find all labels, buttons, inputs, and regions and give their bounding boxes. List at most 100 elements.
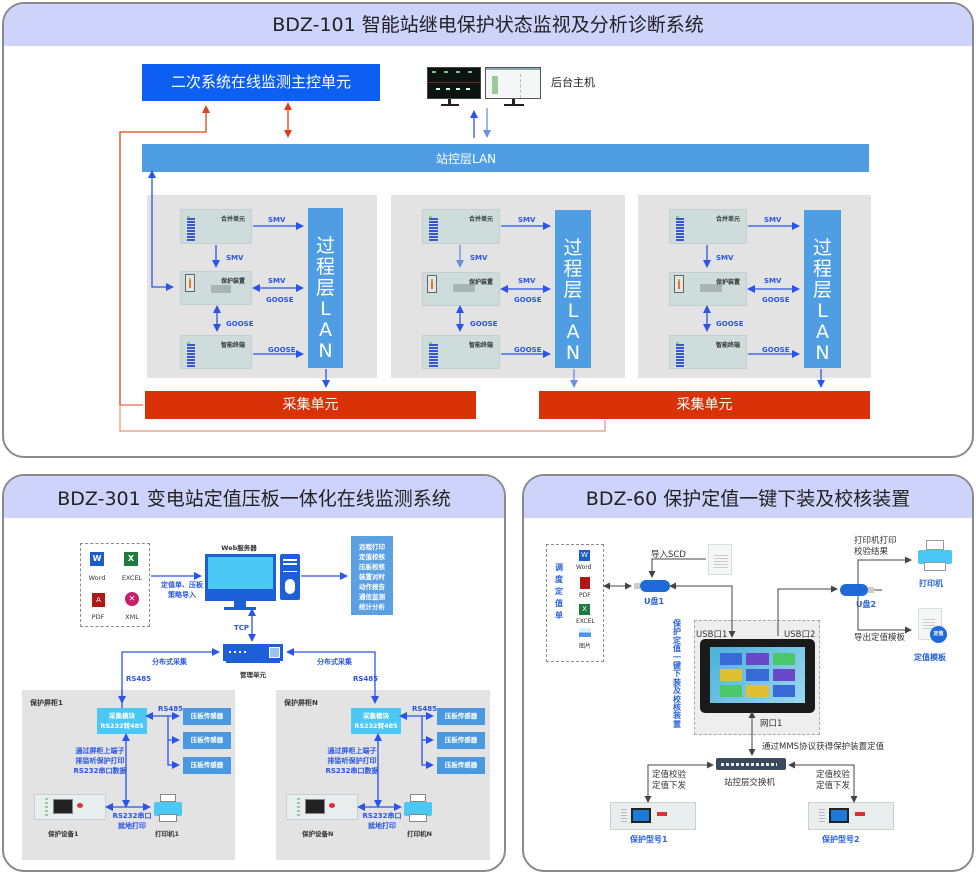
udisk-2-label: U盘2: [856, 600, 877, 609]
device-vertical-label: 保 护 定 值 一 键 下 装 及 校 核 装 置: [672, 619, 682, 729]
device-vertical-char: 键: [673, 661, 681, 671]
bdz60-panel: BDZ-60 保护定值一键下装及校核装置 调 度 定 值 单 W Word PD…: [522, 474, 974, 872]
app-tile[interactable]: [746, 653, 769, 665]
pdf-icon: [580, 577, 590, 589]
module-label: 采集模块: [109, 712, 135, 720]
device-vertical-char: 校: [673, 694, 681, 704]
bdz301-title: BDZ-301 变电站定值压板一体化在线监测系统: [4, 476, 504, 518]
rs485-label: RS485: [158, 705, 184, 713]
protection-model-2-label: 保护型号2: [822, 835, 860, 844]
process-lan-char: L: [817, 300, 828, 322]
device-vertical-char: 核: [673, 703, 681, 713]
protection-device: 保护装置: [180, 271, 252, 305]
settings-sheet-char: 值: [555, 599, 563, 608]
printer-1-icon: [154, 794, 182, 824]
app-tile[interactable]: [720, 669, 743, 681]
smart-terminal: 智能终端: [669, 335, 747, 369]
smart-terminal: 智能终端: [180, 335, 252, 369]
protection-panel-icon: [674, 275, 684, 293]
management-unit-icon: [223, 644, 283, 661]
scd-document-icon: [708, 544, 732, 575]
pressure-plate-sensor: 压板传感器: [437, 708, 485, 725]
listen-text-line: RS232串口数据: [325, 767, 379, 775]
module-label: RS232转485: [354, 722, 398, 730]
link-label: GOOSE: [268, 346, 296, 354]
excel-label: EXCEL: [576, 618, 595, 625]
function-item: 装置对时: [359, 573, 385, 581]
process-lan-char: 层: [563, 279, 583, 301]
link-label: GOOSE: [762, 296, 790, 304]
process-lan-char: N: [815, 342, 830, 364]
monitor-base-icon: [224, 607, 256, 610]
merge-unit: 合并单元: [422, 209, 500, 244]
merge-unit-label: 合并单元: [220, 216, 245, 223]
display-icon: [211, 285, 231, 293]
app-tile[interactable]: [746, 669, 769, 681]
bdz301-panel: BDZ-301 变电站定值压板一体化在线监测系统 W Word X EXCEL …: [2, 474, 506, 872]
link-label: GOOSE: [226, 320, 254, 328]
backend-host-monitor-left: [427, 67, 481, 99]
monitor-stand-icon: [448, 99, 451, 104]
process-lan-char: N: [565, 342, 581, 364]
led-column-icon: [429, 218, 437, 242]
merge-unit: 合并单元: [669, 209, 747, 244]
protection-device-label: 保护设备N: [302, 830, 334, 838]
function-item: 定值校核: [359, 553, 385, 561]
mms-label: 通过MMS协议获得保护装置定值: [762, 742, 885, 752]
collection-module-n: 采集模块 RS232转485: [351, 708, 401, 734]
excel-icon: X: [579, 604, 590, 615]
process-lan-char: 层: [812, 279, 832, 301]
app-tile[interactable]: [772, 685, 795, 697]
protection-equipment-icon: [34, 794, 106, 820]
settings-sheet-box: [546, 544, 604, 662]
word-icon: W: [90, 552, 104, 566]
link-label: GOOSE: [762, 346, 790, 354]
led-column-icon: [676, 218, 684, 242]
printer-icon: [918, 540, 952, 572]
function-item: 远程打印: [359, 543, 385, 551]
import-scd-label: 导入SCD: [651, 550, 686, 560]
process-lan-char: L: [567, 300, 579, 322]
protection-panel-icon: [427, 275, 437, 293]
led-column-icon: [676, 344, 684, 368]
monitor-base-icon: [504, 104, 524, 106]
serial-text-line: 就地打印: [118, 822, 146, 830]
process-lan-char: 过: [315, 235, 335, 257]
process-lan-char: 过: [563, 237, 583, 259]
rs485-right: RS485: [353, 675, 379, 683]
verify-right-label: 定值校验 定值下发: [816, 770, 850, 792]
tcp-label: TCP: [234, 624, 250, 632]
file-import-box: [80, 543, 150, 627]
link-label: SMV: [764, 216, 782, 224]
app-tile[interactable]: [720, 653, 743, 665]
link-label: SMV: [268, 216, 286, 224]
web-server-monitor-icon: [205, 554, 276, 601]
cabinet-1-label: 保护屏柜1: [30, 699, 63, 707]
device-vertical-char: 下: [673, 669, 681, 679]
app-tile[interactable]: [720, 685, 743, 697]
station-lan-bar: 站控层LAN: [142, 144, 869, 172]
pdf-label: PDF: [579, 592, 591, 599]
led-column-icon: [187, 344, 195, 368]
module-label: 采集模块: [363, 712, 389, 720]
export-template-label: 导出定值模板: [854, 633, 906, 643]
xml-label: XML: [125, 613, 139, 621]
listen-text-line: 通过屏柜上端子: [327, 747, 377, 755]
printer-label: 打印机N: [407, 830, 432, 838]
rs485-left: RS485: [126, 675, 152, 683]
app-tile[interactable]: [772, 669, 795, 681]
verify-line: 定值校验: [652, 770, 687, 780]
serial-text-line: RS232串口: [112, 812, 152, 820]
app-tile[interactable]: [746, 685, 769, 697]
station-lan-label: 站控层LAN: [436, 152, 497, 166]
import-label: 定值单、压板 策略导入: [156, 580, 208, 600]
led-column-icon: [435, 218, 438, 242]
merge-unit-label: 合并单元: [715, 216, 740, 223]
backend-host-label: 后台主机: [551, 76, 595, 89]
led-column-icon: [435, 344, 438, 368]
printer-label: 打印机: [919, 579, 943, 588]
template-label: 定值模板: [914, 653, 946, 662]
protection-model-1-icon: [610, 802, 696, 830]
app-tile[interactable]: [772, 653, 795, 665]
link-label: GOOSE: [514, 296, 542, 304]
